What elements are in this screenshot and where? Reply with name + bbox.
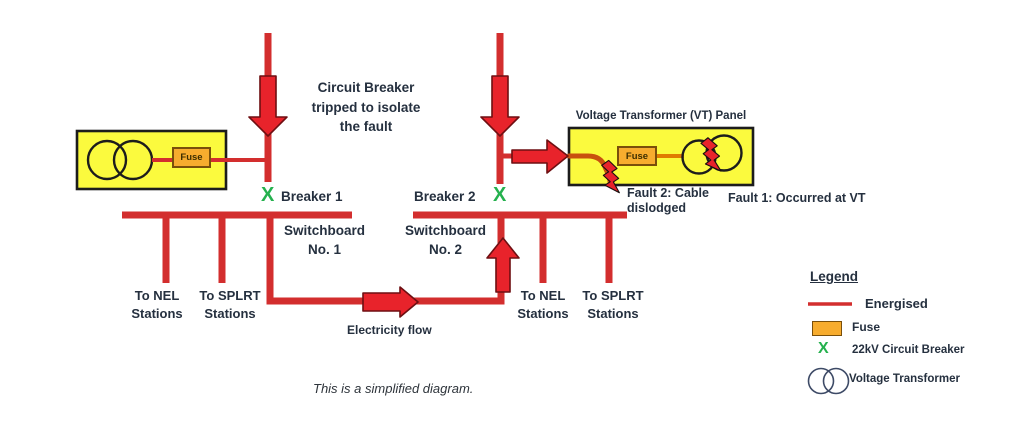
legend-breaker-label: 22kV Circuit Breaker [852,344,965,356]
breaker-tripped-note: Circuit Breaker tripped to isolate the f… [296,78,436,137]
vt-fuse: Fuse [617,146,657,166]
fault2-label: Fault 2: Cable dislodged [627,186,709,215]
to-nel-line: To NEL [134,288,180,303]
to-splrt-line: To SPLRT [199,288,261,303]
busbar2-up-arrow-icon [486,237,520,293]
switchboard1-number: No. 1 [307,242,341,257]
electricity-flow-arrow-icon [362,286,419,318]
sb1-to-splrt-label: To SPLRT Stations [191,287,269,322]
legend-energised-label: Energised [865,296,928,311]
vt-branch-right-arrow-icon [511,139,569,174]
source-fuse: Fuse [172,147,211,168]
legend-title: Legend [810,269,859,284]
switchboard2-number: No. 2 [428,242,462,257]
fault2-line: dislodged [627,200,687,215]
note-line: the fault [339,119,393,134]
fault1-label: Fault 1: Occurred at VT [728,191,866,205]
note-line: Circuit Breaker [317,80,415,95]
vt-fuse-label: Fuse [625,150,649,162]
to-nel-line: To NEL [520,288,566,303]
legend-fuse-label: Fuse [852,320,881,334]
to-splrt-line: Stations [587,305,639,321]
switchboard2-name: Switchboard [404,223,486,238]
to-nel-line: Stations [131,305,183,321]
breaker1-label: Breaker 1 [281,189,343,204]
switchboard2-label: Switchboard No. 2 [398,221,493,259]
breaker2-x-icon: X [493,184,507,206]
sb2-to-splrt-label: To SPLRT Stations [574,287,652,322]
legend-breaker-x-icon: X [818,340,829,357]
to-nel-line: Stations [517,305,569,321]
legend-transformer-label: Voltage Transformer [849,373,960,385]
vt-panel-title: Voltage Transformer (VT) Panel [575,110,747,122]
legend-transformer-icon [807,367,850,395]
fault1-lightning-icon [700,137,722,172]
feeder1-down-arrow-icon [248,75,288,137]
breaker1-x-icon: X [261,184,275,206]
feeder2-down-arrow-icon [480,75,520,137]
sb2-to-nel-label: To NEL Stations [505,287,581,322]
to-splrt-line: Stations [204,305,256,321]
electricity-flow-label: Electricity flow [347,323,432,337]
switchboard1-label: Switchboard No. 1 [277,221,372,259]
note-line: tripped to isolate [311,99,421,115]
sb1-to-nel-label: To NEL Stations [119,287,195,322]
breaker2-label: Breaker 2 [414,189,476,204]
switchboard1-name: Switchboard [283,223,365,238]
fault2-line: Fault 2: Cable [627,186,709,200]
to-splrt-line: To SPLRT [582,288,644,303]
source-fuse-label: Fuse [180,152,203,163]
footnote: This is a simplified diagram. [313,381,474,396]
legend-fuse-swatch [812,321,842,336]
fault2-lightning-icon [601,159,620,194]
